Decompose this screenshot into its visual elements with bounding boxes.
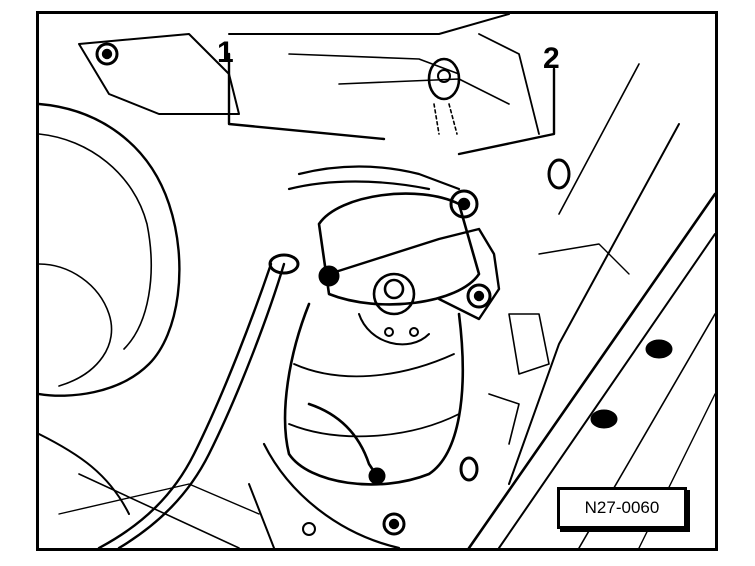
cable-clip [268, 253, 300, 275]
diagram-frame: 1 2 N27-0060 [36, 11, 718, 551]
starter-mounting-bracket [327, 227, 501, 321]
nut-near-callout-2 [427, 57, 461, 101]
upper-left-bracket [78, 33, 240, 115]
transmission-housing-inner [39, 133, 152, 350]
starter-motor-drawing [39, 14, 715, 548]
right-frame-rail-3 [508, 123, 680, 485]
right-frame-rail-1 [467, 192, 715, 548]
right-bolt-1 [547, 158, 571, 190]
bracket-bolt-left [318, 265, 340, 287]
callout-1-leader [227, 52, 386, 141]
upper-bracket-bolt [449, 189, 479, 219]
callout-label-1: 1 [217, 36, 234, 69]
starter-solenoid-housing [317, 192, 481, 306]
callout-label-2: 2 [543, 42, 560, 75]
right-bolt-3 [590, 409, 618, 429]
figure-code-text: N27-0060 [584, 498, 660, 517]
right-bolt-4 [459, 456, 479, 482]
ground-strap [307, 402, 381, 481]
transmission-housing-rim [39, 263, 113, 387]
right-bolt-2 [645, 339, 673, 359]
upper-left-bolt [95, 42, 119, 66]
starter-motor-body [283, 302, 464, 486]
callout-2-leader [457, 67, 556, 156]
engine-block-top [228, 14, 510, 35]
lower-bolt [382, 512, 406, 536]
figure-code-label: N27-0060 [557, 487, 687, 529]
bracket-bolt-right [466, 283, 492, 309]
battery-cable [117, 262, 286, 548]
transmission-housing-outline [39, 102, 181, 397]
right-frame-rail-2 [498, 233, 715, 548]
solenoid-terminal-stud [372, 272, 416, 316]
wiring-harness [297, 165, 461, 191]
